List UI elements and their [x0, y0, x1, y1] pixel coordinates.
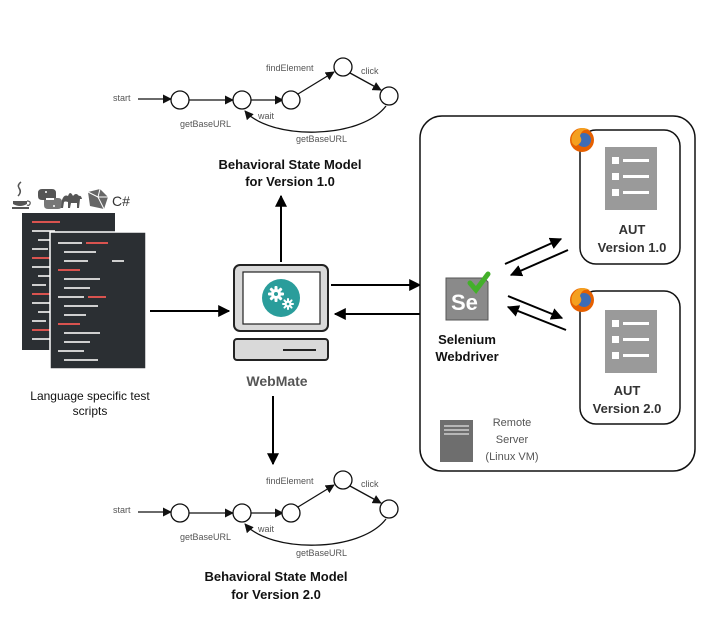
- state-node-3: [281, 503, 301, 523]
- wait-label: wait: [257, 111, 275, 121]
- remote-label-line2: Server: [496, 434, 529, 446]
- perl-camel-icon: [61, 193, 82, 208]
- return-edge: [244, 518, 387, 546]
- remote-label-line1: Remote: [493, 417, 532, 429]
- aut-v1: AUT Version 1.0: [570, 128, 681, 265]
- ruby-icon: [87, 188, 108, 210]
- selenium-label-line1: Selenium: [438, 332, 496, 347]
- state-model-v2: start getBaseURL wait findElement click …: [113, 470, 399, 602]
- remote-label-line3: (Linux VM): [485, 451, 538, 463]
- state-node-3: [281, 90, 301, 110]
- find-element-label: findElement: [266, 63, 314, 73]
- firefox-icon: [570, 288, 594, 312]
- remote-server: Remote Server (Linux VM): [440, 417, 539, 463]
- aut2-to-selenium-arrow: [506, 305, 567, 331]
- start-label: start: [113, 93, 131, 103]
- webmate-label: WebMate: [246, 373, 307, 389]
- state-node-4: [333, 470, 353, 490]
- model-v2-title-line2: for Version 2.0: [231, 587, 321, 602]
- state-node-5: [379, 86, 399, 106]
- edge-4-5: [349, 485, 382, 504]
- state-node-1: [170, 503, 190, 523]
- click-label: click: [361, 66, 379, 76]
- click-label: click: [361, 479, 379, 489]
- find-element-label: findElement: [266, 476, 314, 486]
- return-edge: [244, 105, 387, 133]
- state-node-1: [170, 90, 190, 110]
- aut1-to-selenium-arrow: [509, 249, 569, 277]
- aut-v1-label-line2: Version 1.0: [598, 240, 667, 255]
- get-base-url-label: getBaseURL: [180, 532, 231, 542]
- wait-label: wait: [257, 524, 275, 534]
- selenium-logo-text: Se: [451, 290, 478, 315]
- model-v1-title-line2: for Version 1.0: [245, 174, 335, 189]
- state-node-4: [333, 57, 353, 77]
- state-model-v1: start getBaseURL wait findElement click …: [113, 57, 399, 189]
- edge-3-4: [297, 484, 335, 508]
- code-document-front: [49, 231, 147, 370]
- selenium-to-aut1-arrow: [504, 237, 563, 265]
- model-v2-title-line1: Behavioral State Model: [204, 569, 347, 584]
- selenium-label-line2: Webdriver: [435, 349, 498, 364]
- selenium-to-aut2-arrow: [507, 295, 564, 320]
- checkmark-icon: [467, 271, 491, 294]
- model-v1-title-line1: Behavioral State Model: [218, 157, 361, 172]
- state-node-2: [232, 503, 252, 523]
- aut-v2-label-line1: AUT: [614, 383, 641, 398]
- aut-v1-label-line1: AUT: [619, 222, 646, 237]
- keyboard: [233, 338, 329, 361]
- selenium-webdriver: Se Selenium Webdriver: [435, 271, 499, 364]
- edge-4-5: [349, 72, 382, 91]
- scripts-label-line2: scripts: [73, 404, 108, 418]
- start-label: start: [113, 505, 131, 515]
- java-icon: [12, 181, 31, 209]
- aut-v2: AUT Version 2.0: [570, 288, 681, 425]
- python-icon: [38, 189, 62, 209]
- csharp-label: C#: [112, 193, 130, 209]
- get-base-url-return-label: getBaseURL: [296, 548, 347, 558]
- firefox-icon: [570, 128, 594, 152]
- language-icons: C#: [12, 181, 130, 210]
- state-node-5: [379, 499, 399, 519]
- get-base-url-label: getBaseURL: [180, 119, 231, 129]
- get-base-url-return-label: getBaseURL: [296, 134, 347, 144]
- gear-icon: [268, 286, 294, 310]
- webmate-computer: WebMate: [233, 264, 329, 389]
- server-icon: [440, 420, 473, 462]
- edge-3-4: [297, 71, 335, 95]
- code-lines-front: [58, 242, 124, 361]
- aut-v2-label-line2: Version 2.0: [593, 401, 662, 416]
- state-node-2: [232, 90, 252, 110]
- code-documents: Language specific test scripts: [22, 213, 150, 418]
- scripts-label-line1: Language specific test: [30, 389, 150, 403]
- document-list-icon: [605, 147, 657, 210]
- document-list-icon: [605, 310, 657, 373]
